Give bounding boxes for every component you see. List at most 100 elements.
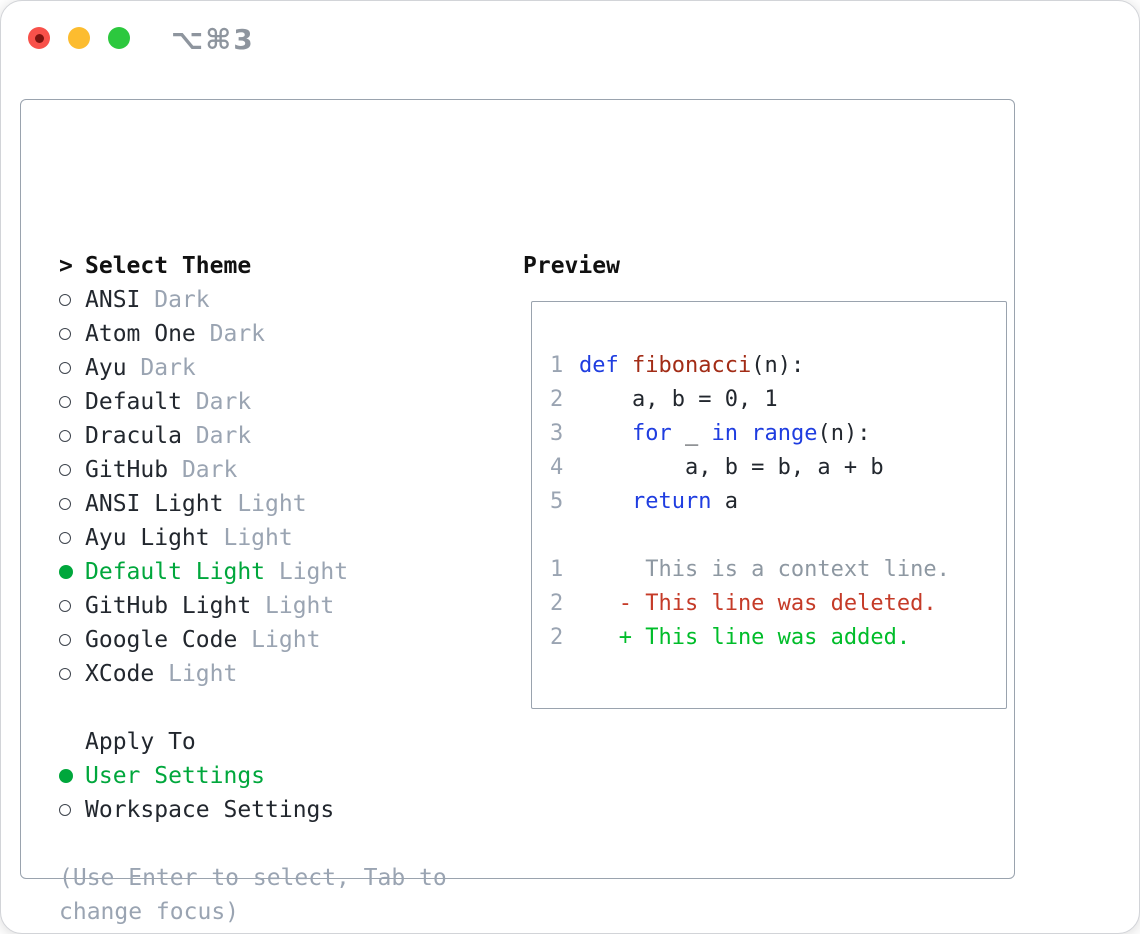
close-dot-icon xyxy=(34,33,44,43)
theme-option-xcode[interactable]: XCode Light xyxy=(59,657,489,691)
code-segment-plain: a, b = 0, 1 xyxy=(579,386,778,412)
theme-variant-tag: Dark xyxy=(195,321,266,347)
line-number: 2 xyxy=(550,624,564,650)
diff-line-deleted: 2 - This line was deleted. xyxy=(550,586,1006,620)
theme-variant-tag: Dark xyxy=(126,355,196,381)
theme-option-github[interactable]: GitHub Dark xyxy=(59,453,489,487)
theme-name: GitHub Light xyxy=(85,593,252,619)
theme-name: Atom One xyxy=(85,321,196,347)
theme-option-ayu[interactable]: Ayu Dark xyxy=(59,351,489,385)
code-segment-plain: _ xyxy=(671,420,712,446)
help-line-1: (Use Enter to select, Tab to xyxy=(59,865,447,891)
diff-line-added: 2 + This line was added. xyxy=(550,620,1006,654)
code-line: 3 for _ in range(n): xyxy=(550,416,1006,450)
blank-line xyxy=(550,518,1006,552)
theme-option-github-light[interactable]: GitHub Light Light xyxy=(59,589,489,623)
theme-option-atom-one[interactable]: Atom One Dark xyxy=(59,317,489,351)
theme-name: ANSI Light xyxy=(85,491,224,517)
theme-variant-tag: Light xyxy=(265,559,349,585)
code-line: 5 return a xyxy=(550,484,1006,518)
theme-option-dracula[interactable]: Dracula Dark xyxy=(59,419,489,453)
theme-name: XCode xyxy=(85,661,155,687)
code-line: 4 a, b = b, a + b xyxy=(550,450,1006,484)
radio-circle-icon xyxy=(59,532,85,544)
radio-circle-icon xyxy=(59,396,85,408)
theme-variant-tag: Dark xyxy=(168,457,238,483)
theme-option-ansi-light[interactable]: ANSI Light Light xyxy=(59,487,489,521)
theme-name: Dracula xyxy=(85,423,182,449)
theme-name: GitHub xyxy=(85,457,169,483)
line-number: 2 xyxy=(550,590,564,616)
diff-text-context: This is a context line. xyxy=(579,556,950,582)
code-segment-keyword: return xyxy=(631,488,712,514)
radio-selected-icon xyxy=(59,565,85,579)
zoom-button[interactable] xyxy=(108,27,130,49)
apply-to-title: Apply To xyxy=(85,729,196,755)
radio-circle-icon xyxy=(59,498,85,510)
theme-option-ayu-light[interactable]: Ayu Light Light xyxy=(59,521,489,555)
radio-circle-icon xyxy=(59,430,85,442)
diff-line-context: 1 This is a context line. xyxy=(550,552,1006,586)
preview-title: Preview xyxy=(523,253,620,279)
apply-option-workspace-settings[interactable]: Workspace Settings xyxy=(59,793,489,827)
theme-variant-tag: Dark xyxy=(140,287,210,313)
theme-name: Ayu xyxy=(85,355,127,381)
apply-option-label: User Settings xyxy=(85,763,266,789)
line-number: 2 xyxy=(550,386,564,412)
theme-option-ansi[interactable]: ANSI Dark xyxy=(59,283,489,317)
focus-prompt-icon: > xyxy=(59,253,73,279)
diff-text-deleted: - This line was deleted. xyxy=(579,590,937,616)
radio-selected-icon xyxy=(59,769,85,783)
theme-name: Default xyxy=(85,389,182,415)
window-shortcut-label: ⌥⌘3 xyxy=(171,23,255,56)
code-segment-keyword: in xyxy=(711,420,738,446)
theme-name: Google Code xyxy=(85,627,238,653)
theme-variant-tag: Light xyxy=(223,491,307,517)
help-text: (Use Enter to select, Tab to change focu… xyxy=(59,861,489,929)
theme-option-default[interactable]: Default Dark xyxy=(59,385,489,419)
theme-option-default-light[interactable]: Default Light Light xyxy=(59,555,489,589)
apply-option-user-settings[interactable]: User Settings xyxy=(59,759,489,793)
line-number: 5 xyxy=(550,488,564,514)
radio-circle-icon xyxy=(59,634,85,646)
code-segment-plain: (n): xyxy=(751,352,805,378)
apply-option-label: Workspace Settings xyxy=(85,797,335,823)
code-segment-keyword: for xyxy=(631,420,672,446)
radio-circle-icon xyxy=(59,668,85,680)
minimize-button[interactable] xyxy=(68,27,90,49)
theme-variant-tag: Dark xyxy=(181,423,252,449)
line-number: 3 xyxy=(550,420,564,446)
theme-name: Ayu Light xyxy=(85,525,210,551)
select-theme-header: > Select Theme xyxy=(59,249,489,283)
apply-to-header: Apply To xyxy=(59,725,489,759)
theme-variant-tag: Light xyxy=(251,593,335,619)
theme-name: Default Light xyxy=(85,559,266,585)
line-number: 1 xyxy=(550,556,564,582)
code-segment-keyword: def xyxy=(579,352,619,378)
line-number: 1 xyxy=(550,352,564,378)
theme-variant-tag: Light xyxy=(154,661,238,687)
close-button[interactable] xyxy=(28,27,50,49)
radio-circle-icon xyxy=(59,294,85,306)
help-line-2: change focus) xyxy=(59,899,240,925)
theme-variant-tag: Light xyxy=(209,525,293,551)
theme-option-google-code[interactable]: Google Code Light xyxy=(59,623,489,657)
code-segment-plain xyxy=(579,421,632,446)
theme-variant-tag: Dark xyxy=(181,389,252,415)
theme-name: ANSI xyxy=(85,287,141,313)
code-segment-plain: (n): xyxy=(817,420,871,446)
radio-circle-icon xyxy=(59,328,85,340)
code-segment-plain xyxy=(619,353,632,378)
select-theme-title: Select Theme xyxy=(85,253,252,279)
code-segment-plain xyxy=(579,489,632,514)
radio-circle-icon xyxy=(59,362,85,374)
theme-variant-tag: Light xyxy=(237,627,321,653)
